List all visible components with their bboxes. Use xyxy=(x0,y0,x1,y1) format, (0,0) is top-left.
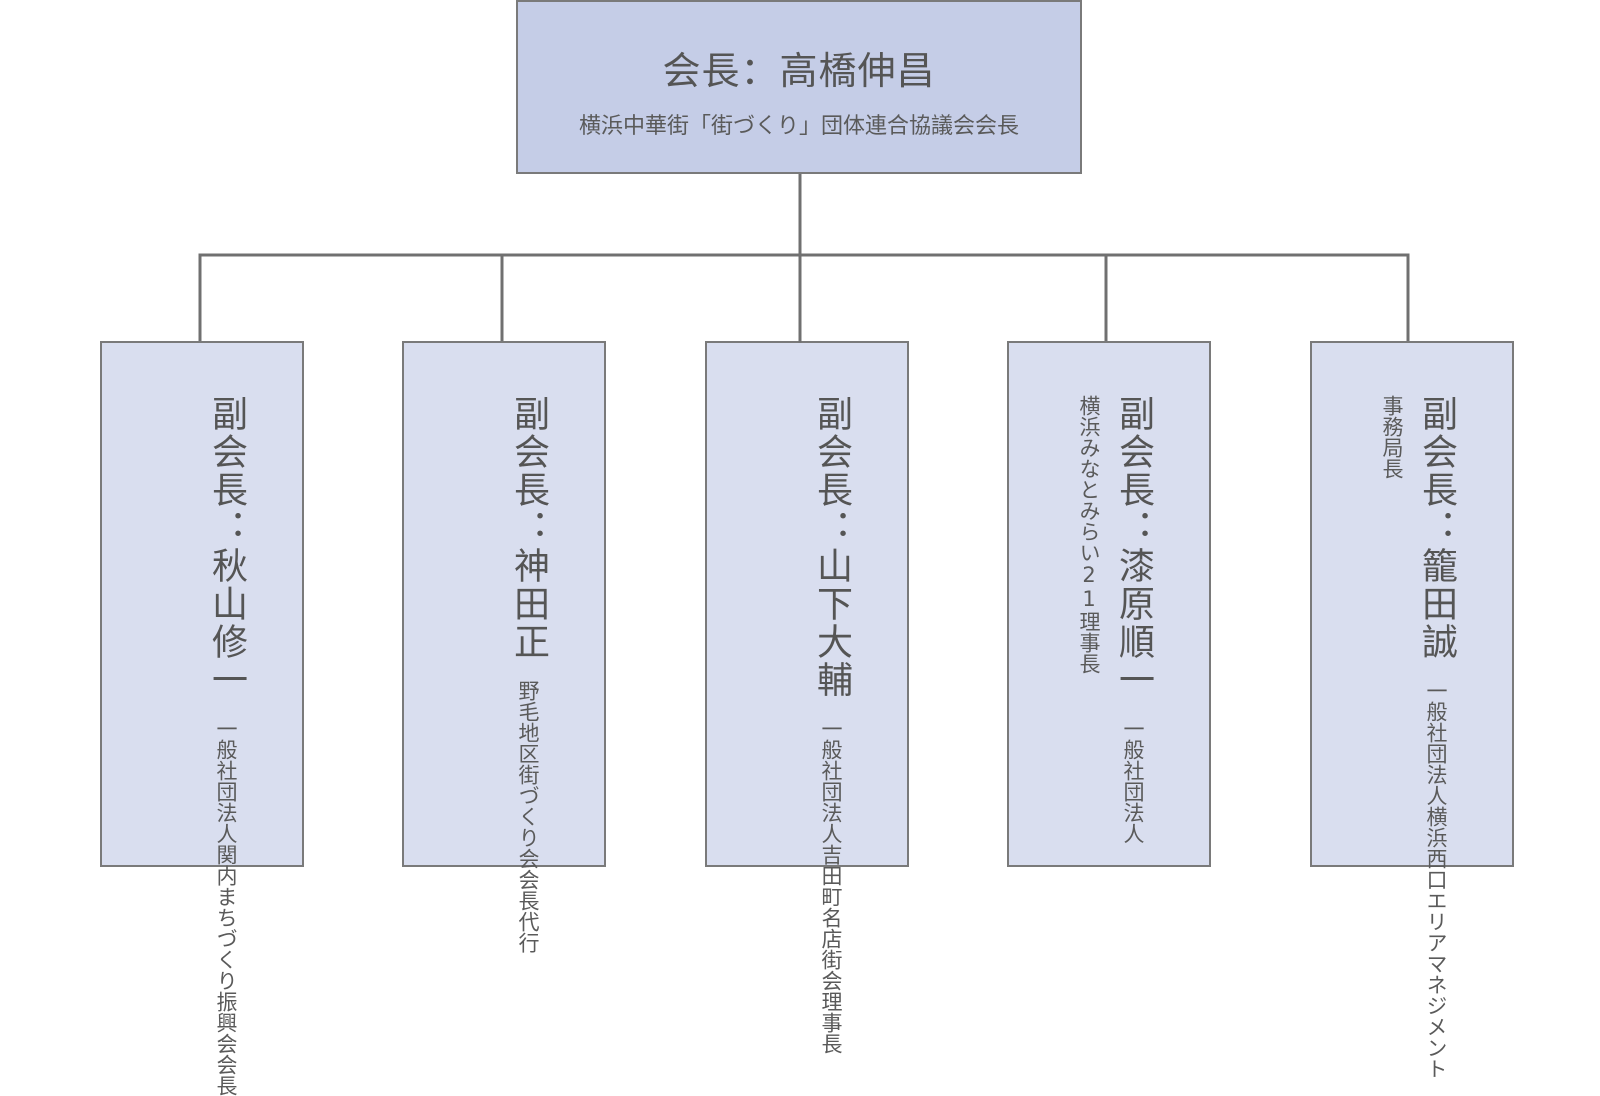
vice-chairman-text-3: 副会長：山下大輔 一般社団法人吉田町名店街会理事長 xyxy=(805,395,857,1054)
vice-chairman-text-4: 副会長：漆原順一 一般社団法人 横浜みなとみらい21理事長 xyxy=(1071,395,1159,844)
chairman-box: 会長：高橋伸昌 横浜中華街「街づくり」団体連合協議会会長 xyxy=(516,0,1082,174)
vice-chairman-name: 副会長：秋山修一 xyxy=(206,395,247,699)
vice-chairman-affiliation: 一般社団法人関内まちづくり振興会会長 xyxy=(214,718,238,1096)
vice-chairman-name: 副会長：籠田誠 xyxy=(1416,395,1457,661)
vice-chairman-affiliation: 一般社団法人 横浜みなとみらい21理事長 xyxy=(1077,395,1145,844)
vice-chairman-box-1: 副会長：秋山修一 一般社団法人関内まちづくり振興会会長 xyxy=(100,341,304,1096)
vice-chairman-box-5: 副会長：籠田誠 一般社団法人横浜西口エリアマネジメント 事務局長 xyxy=(1310,341,1514,1079)
vice-chairman-text-5: 副会長：籠田誠 一般社団法人横浜西口エリアマネジメント 事務局長 xyxy=(1374,395,1462,1079)
vice-chairman-name: 副会長：漆原順一 xyxy=(1113,395,1154,699)
vice-chairman-name: 副会長：神田正 xyxy=(508,395,549,661)
vice-chairman-box-3: 副会長：山下大輔 一般社団法人吉田町名店街会理事長 xyxy=(705,341,909,1054)
vice-chairman-text-2: 副会長：神田正 野毛地区街づくり会会長代行 xyxy=(502,395,554,953)
vice-chairman-box-4: 副会長：漆原順一 一般社団法人 横浜みなとみらい21理事長 xyxy=(1007,341,1211,867)
vice-chairman-text-1: 副会長：秋山修一 一般社団法人関内まちづくり振興会会長 xyxy=(200,395,252,1096)
chairman-affiliation: 横浜中華街「街づくり」団体連合協議会会長 xyxy=(578,114,1019,139)
vice-chairman-name: 副会長：山下大輔 xyxy=(811,395,852,699)
chairman-title: 会長：高橋伸昌 xyxy=(662,49,936,93)
vice-chairman-affiliation: 野毛地区街づくり会会長代行 xyxy=(516,680,540,953)
vice-chairman-box-2: 副会長：神田正 野毛地区街づくり会会長代行 xyxy=(402,341,606,953)
vice-chairman-affiliation: 一般社団法人吉田町名店街会理事長 xyxy=(819,718,843,1054)
